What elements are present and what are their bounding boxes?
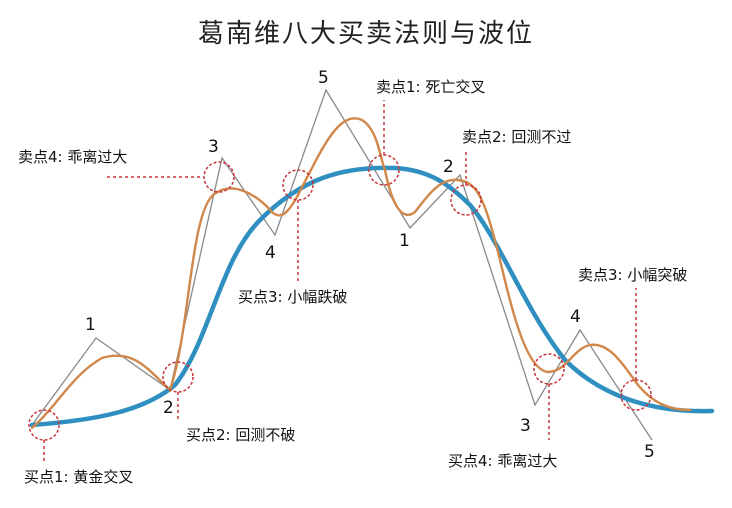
buy4-marker [533,353,565,385]
moving-average-line [29,165,715,428]
wave-up-4: 4 [265,243,276,263]
wave-down-2: 2 [443,157,454,177]
wave-up-1: 1 [85,315,96,335]
buy3-marker [282,169,314,201]
wave-down-3: 3 [520,416,531,436]
sell4-marker [203,161,235,193]
diagram-title: 葛南维八大买卖法则与波位 [198,19,534,49]
wave-down-4: 4 [570,307,581,327]
wave-up-3: 3 [208,137,219,157]
sell2-label: 卖点2: 回测不过 [462,128,571,146]
buy2-label: 买点2: 回测不破 [186,426,295,444]
wave-down-1: 1 [399,231,410,251]
sell1-label: 卖点1: 死亡交叉 [376,78,485,96]
buy4-label: 买点4: 乖离过大 [448,452,557,470]
price-line [30,117,692,430]
wave-down-5: 5 [644,442,655,462]
buy1-marker [28,409,60,441]
buy2-marker [162,361,194,393]
sell3-label: 卖点3: 小幅突破 [578,266,687,284]
buy3-label: 买点3: 小幅跌破 [238,288,347,306]
wave-up-5: 5 [318,68,329,88]
sell4-label: 卖点4: 乖离过大 [18,148,127,166]
wave-line [31,88,653,441]
buy1-label: 买点1: 黄金交叉 [24,468,133,486]
wave-up-2: 2 [163,398,174,418]
